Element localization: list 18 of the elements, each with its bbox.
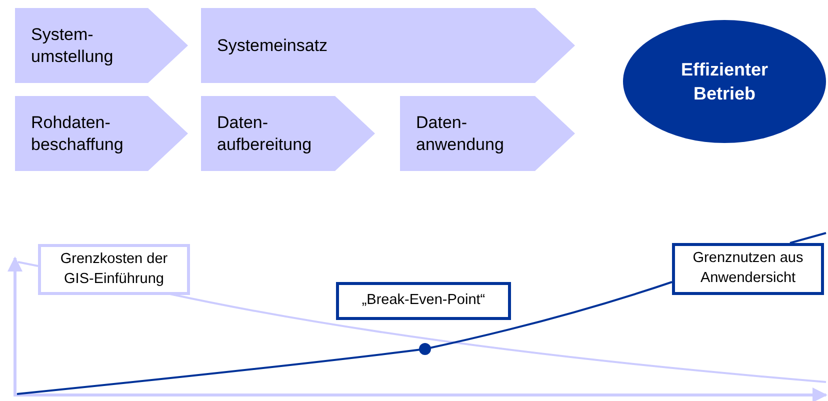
curve-label-box bbox=[38, 244, 190, 295]
phase-box bbox=[400, 96, 575, 171]
curve-label: Grenzkosten der GIS-Einführung bbox=[59, 250, 169, 288]
phase-box bbox=[201, 96, 375, 171]
curve-label: Grenznutzen aus Anwendersicht bbox=[692, 249, 804, 288]
curve-label: „Break-Even-Point“ bbox=[362, 291, 486, 310]
step-label: Daten- aufbereitung bbox=[217, 111, 313, 156]
step-label: Daten- anwendung bbox=[416, 111, 505, 156]
step-label: Rohdaten- beschaffung bbox=[31, 111, 124, 156]
step-label: System- umstellung bbox=[31, 23, 114, 68]
step-label: Systemeinsatz bbox=[217, 34, 329, 56]
goal-ellipse bbox=[623, 20, 826, 143]
curve-label-box bbox=[336, 282, 511, 320]
curve-label-box bbox=[672, 243, 824, 295]
phase-box bbox=[15, 96, 188, 171]
phase-box bbox=[201, 8, 575, 83]
phase-box bbox=[15, 8, 188, 83]
goal-label: Effizienter Betrieb bbox=[680, 58, 769, 106]
